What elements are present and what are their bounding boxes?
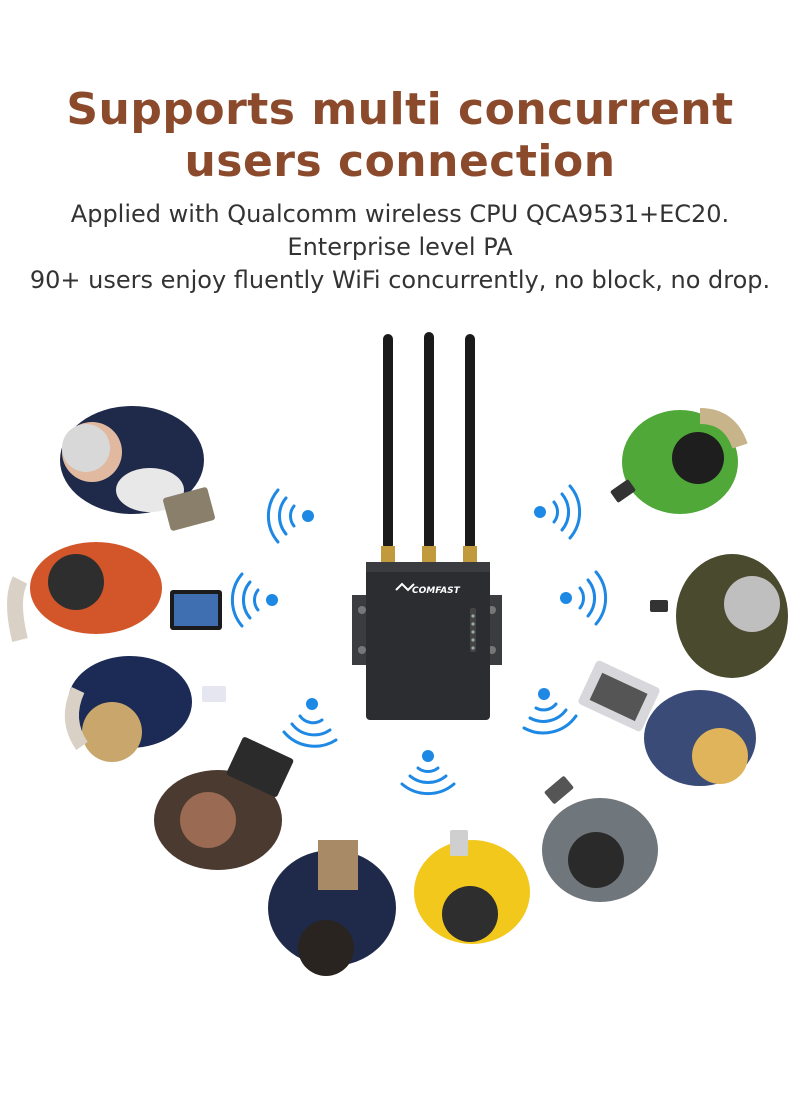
wifi-icon xyxy=(282,698,338,748)
router-body xyxy=(366,562,490,720)
headline-line-1: Supports multi concurrent xyxy=(66,84,734,135)
antenna-left xyxy=(383,334,393,550)
headline: Supports multi concurrent users connecti… xyxy=(0,84,800,188)
person-figure xyxy=(650,554,788,678)
wifi-icon xyxy=(522,688,578,735)
wifi-icon xyxy=(400,750,456,796)
antenna-right xyxy=(465,334,475,550)
person-figure xyxy=(30,542,222,634)
wifi-icon xyxy=(266,488,314,544)
description: Applied with Qualcomm wireless CPU QCA95… xyxy=(0,198,800,297)
scene-illustration: COMFAST xyxy=(7,332,788,976)
person-figure xyxy=(268,840,396,976)
wifi-icon xyxy=(230,572,278,628)
headline-line-2: users connection xyxy=(184,136,616,187)
description-line-3: 90+ users enjoy fluently WiFi concurrent… xyxy=(29,266,771,294)
person-figure xyxy=(542,776,658,902)
wifi-signals xyxy=(230,484,608,796)
router-antennas xyxy=(381,332,477,562)
person-figure xyxy=(610,408,748,514)
person-figure xyxy=(578,660,756,786)
product-scene: COMFAST xyxy=(0,320,800,1020)
person-figure xyxy=(154,737,294,870)
wifi-icon xyxy=(534,484,582,540)
router: COMFAST xyxy=(352,562,502,720)
wifi-icon xyxy=(560,570,608,626)
router-brand-logo: COMFAST xyxy=(412,586,461,596)
antenna-middle xyxy=(424,332,434,550)
description-line-2: Enterprise level PA xyxy=(287,233,513,261)
person-figure xyxy=(414,830,530,944)
person-figure xyxy=(60,406,215,531)
description-line-1: Applied with Qualcomm wireless CPU QCA95… xyxy=(70,200,730,228)
people-circle xyxy=(7,406,788,976)
person-figure xyxy=(68,656,226,762)
